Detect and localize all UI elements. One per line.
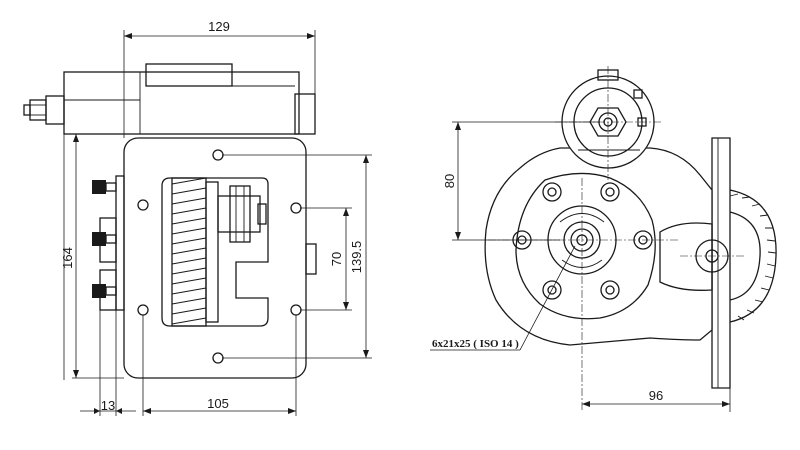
upper-housing bbox=[63, 71, 300, 135]
housing-top-boss bbox=[145, 63, 233, 87]
flange-bolts bbox=[512, 182, 653, 300]
housing-side-boss bbox=[294, 93, 316, 135]
dim-164: 164 bbox=[60, 133, 124, 380]
dim-164-label: 164 bbox=[60, 247, 75, 269]
dim-80-label: 80 bbox=[442, 174, 457, 188]
plate-hole bbox=[137, 199, 149, 211]
right-bracket bbox=[711, 137, 731, 389]
gear-cavity bbox=[161, 177, 269, 327]
output-flange bbox=[515, 172, 656, 320]
air-fitting bbox=[45, 95, 65, 125]
dim-129-label: 129 bbox=[208, 19, 230, 34]
dim-105-label: 105 bbox=[207, 396, 229, 411]
dim-80: 80 bbox=[442, 121, 600, 241]
spline-spec-label: 6x21x25 ( ISO 14 ) bbox=[432, 338, 519, 350]
dim-96-label: 96 bbox=[649, 388, 663, 403]
dim-105: 105 bbox=[142, 315, 297, 416]
dim-70-label: 70 bbox=[329, 252, 344, 266]
mounting-studs bbox=[92, 175, 125, 311]
drive-gear bbox=[729, 189, 777, 323]
left-side-view: 129 164 70 139.5 bbox=[23, 19, 372, 416]
mounting-plate bbox=[123, 137, 307, 379]
helical-gear bbox=[171, 177, 219, 327]
shaft-assembly bbox=[217, 195, 261, 233]
dim-139-5-label: 139.5 bbox=[349, 241, 364, 274]
dim-13: 13 bbox=[80, 300, 136, 416]
spline-callout: 6x21x25 ( ISO 14 ) bbox=[430, 245, 576, 351]
dim-96: 96 bbox=[582, 388, 731, 412]
dim-70: 70 bbox=[300, 207, 352, 311]
right-front-view: 80 96 6x21x25 ( ISO 14 ) bbox=[430, 66, 777, 412]
dim-139-5: 139.5 bbox=[222, 154, 372, 359]
dim-129: 129 bbox=[123, 19, 316, 138]
dim-13-label: 13 bbox=[101, 398, 115, 413]
